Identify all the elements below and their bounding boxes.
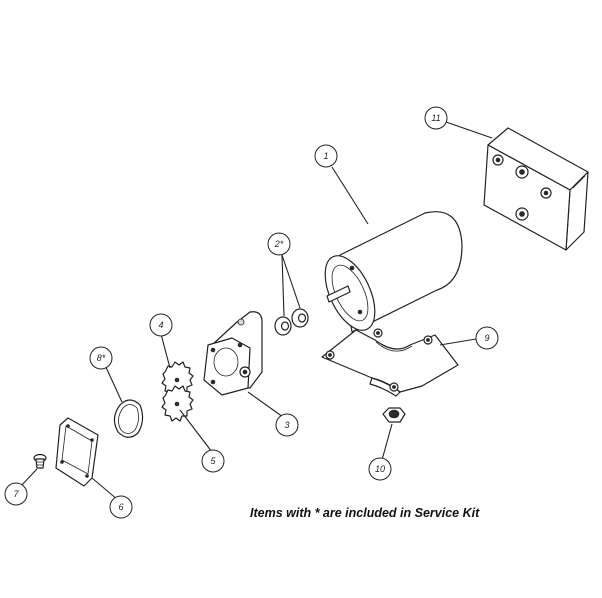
callout-7: 7 — [4, 482, 28, 506]
callout-10: 10 — [368, 457, 392, 481]
part-6-cover-plate — [55, 417, 99, 487]
callout-11: 11 — [424, 106, 448, 130]
callout-label: 2* — [274, 239, 284, 249]
part-9-base-mount — [321, 328, 459, 397]
part-11-control-box — [483, 127, 589, 251]
callout-8: 8* — [89, 346, 113, 370]
callout-label: 3 — [284, 420, 289, 430]
callout-label: 11 — [431, 113, 440, 123]
part-4-5-gears — [161, 361, 194, 422]
callout-4: 4 — [149, 313, 173, 337]
callout-label: 1 — [323, 151, 328, 161]
callout-2: 2* — [267, 232, 291, 256]
part-1-motor — [324, 211, 463, 333]
callout-1: 1 — [314, 144, 338, 168]
part-7-screw — [33, 453, 47, 469]
part-10-nut — [382, 407, 406, 423]
callout-6: 6 — [109, 495, 133, 519]
leader-lines — [19, 121, 493, 501]
callout-label: 7 — [13, 489, 19, 499]
callout-label: 4 — [158, 320, 163, 330]
callout-9: 9 — [475, 326, 499, 350]
callout-label: 8* — [97, 353, 106, 363]
part-3-pump-housing — [203, 311, 263, 396]
callout-5: 5 — [201, 449, 225, 473]
callout-label: 6 — [118, 502, 123, 512]
part-8-o-ring — [113, 399, 144, 438]
callout-3: 3 — [275, 413, 299, 437]
callout-label: 10 — [375, 464, 385, 474]
part-2-washers — [274, 308, 309, 336]
callout-label: 9 — [484, 333, 489, 343]
service-kit-note: Items with * are included in Service Kit — [250, 506, 480, 520]
callout-label: 5 — [210, 456, 216, 466]
